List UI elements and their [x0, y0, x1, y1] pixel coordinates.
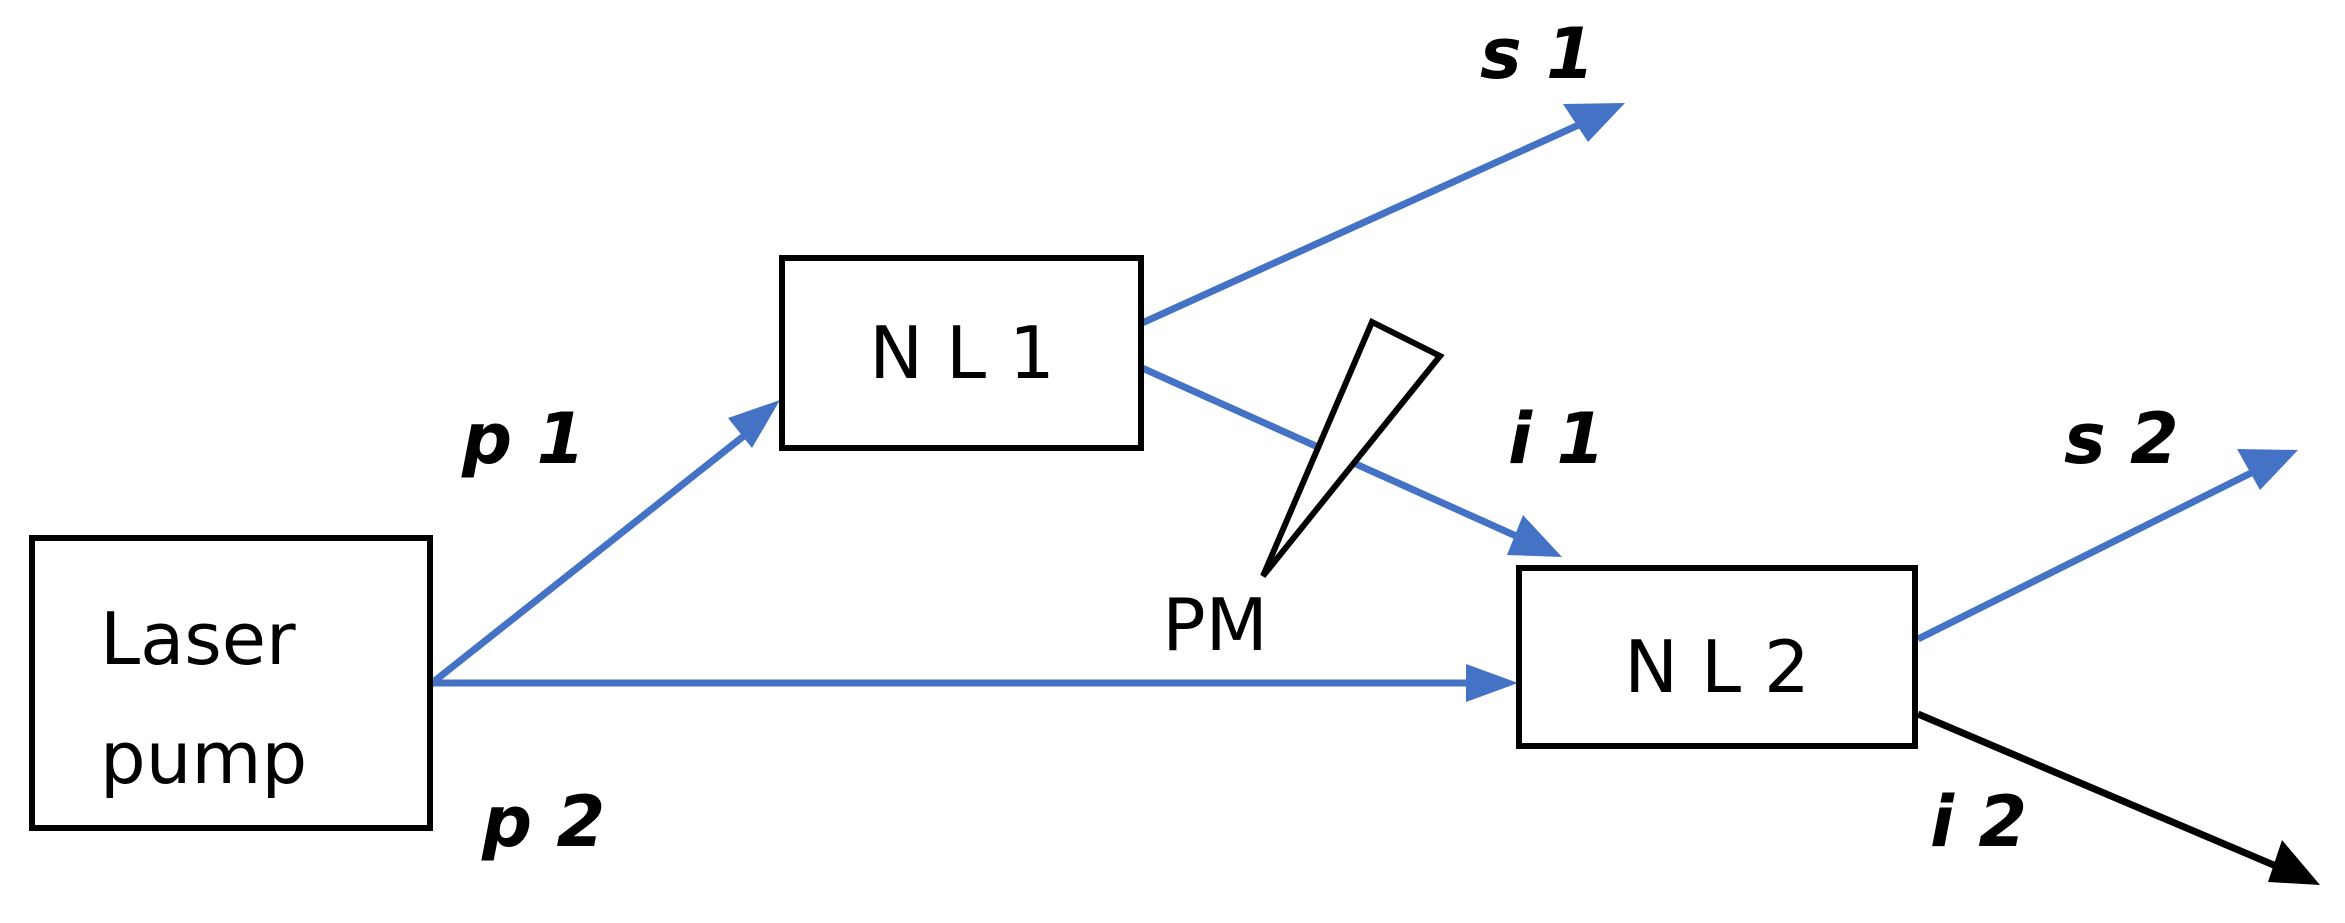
phase-modulator-label: PM — [1162, 583, 1268, 667]
beam-s2-arrowhead — [2237, 449, 2298, 490]
beam-s1-line — [1140, 119, 1585, 327]
beam-p1-line — [429, 432, 748, 686]
beam-i2-label: i 2 — [1930, 781, 2027, 863]
nl2-label: N L 2 — [1624, 625, 1810, 709]
beam-i1-label: i 1 — [1508, 398, 1605, 480]
beam-p1-label: p 1 — [461, 398, 585, 480]
laser-pump-box — [29, 535, 433, 831]
beam-p2-arrowhead — [1466, 664, 1518, 702]
beam-s2-label: s 2 — [2064, 398, 2179, 480]
beam-i2-line — [1916, 710, 2292, 876]
nl2-box — [1516, 565, 1918, 749]
beam-i1-arrowhead — [1507, 515, 1562, 557]
beam-s1-label: s 1 — [1480, 13, 1595, 95]
laser-pump-label-line1: Laser — [100, 597, 296, 681]
nl1-box — [779, 255, 1144, 451]
beam-p1-arrowhead — [728, 400, 780, 448]
nl1-label: N L 1 — [869, 311, 1055, 395]
laser-pump-label-line2: pump — [100, 716, 307, 800]
beam-p2-label: p 2 — [481, 781, 605, 863]
phase-modulator-wedge — [1260, 317, 1445, 578]
beam-s2-line — [1916, 466, 2259, 643]
beam-i2-arrowhead — [2268, 840, 2320, 885]
beam-s1-arrowhead — [1563, 103, 1625, 142]
